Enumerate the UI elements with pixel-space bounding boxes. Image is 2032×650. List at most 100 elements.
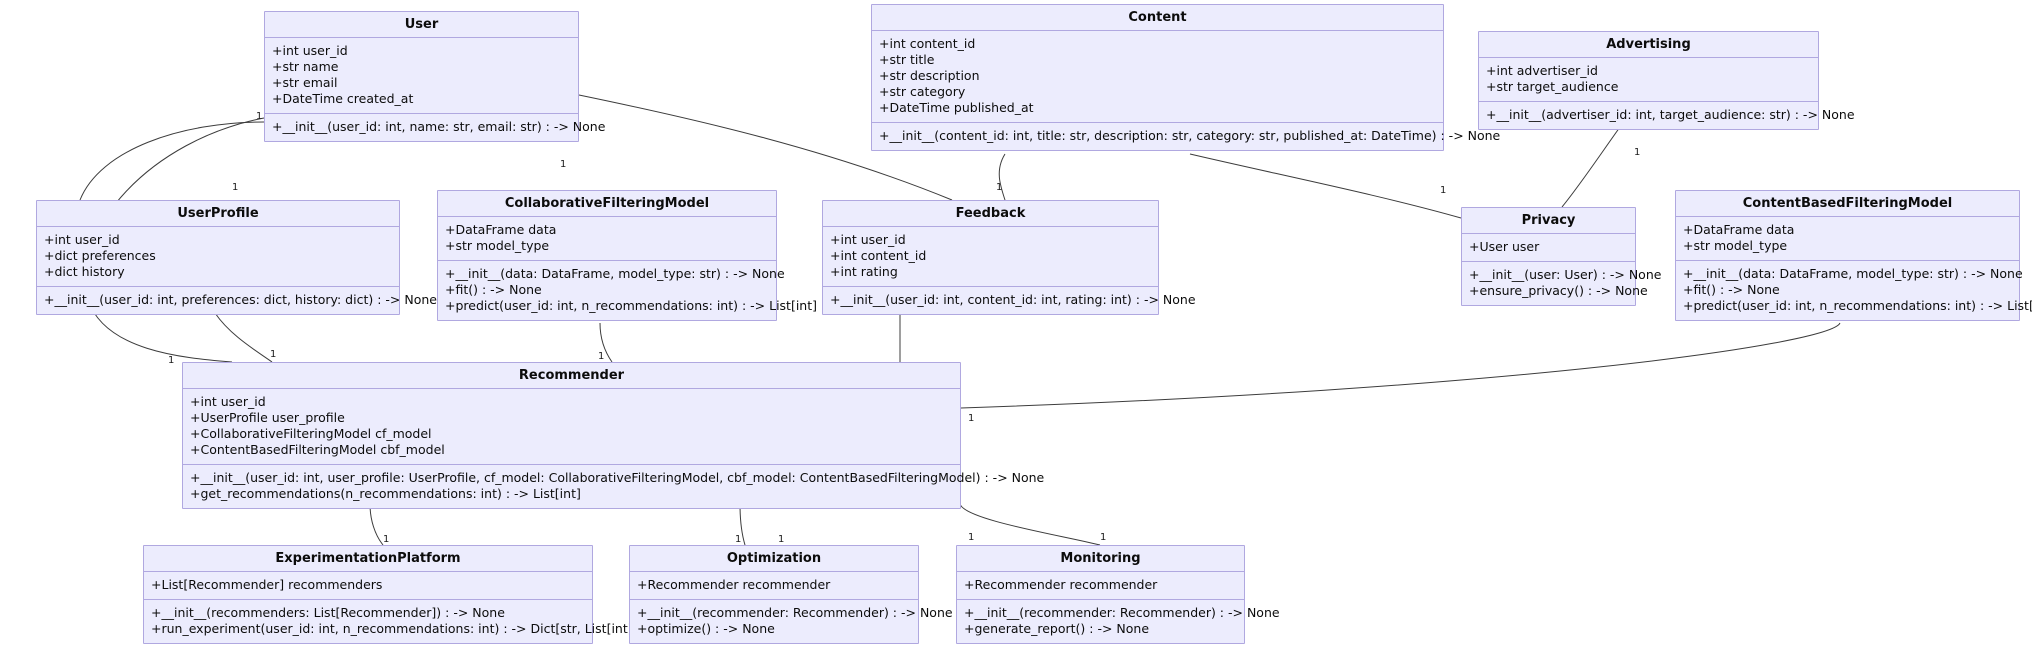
- uml-method-row: +ensure_privacy() : -> None: [1469, 283, 1648, 298]
- multiplicity-label: 1: [256, 111, 263, 122]
- uml-attributes-userprofile: +int user_id+dict preferences+dict histo…: [37, 227, 399, 287]
- uml-attribute-row: +int advertiser_id: [1486, 63, 1598, 78]
- uml-method-row: +__init__(user_id: int, preferences: dic…: [44, 292, 437, 307]
- uml-method-row: +predict(user_id: int, n_recommendations…: [445, 298, 818, 313]
- uml-method-row: +predict(user_id: int, n_recommendations…: [1683, 298, 2032, 313]
- uml-class-title-monitoring: Monitoring: [957, 546, 1244, 572]
- multiplicity-label: 1: [1440, 185, 1447, 196]
- uml-class-recommender[interactable]: Recommender+int user_id+UserProfile user…: [182, 362, 1045, 509]
- uml-attributes-cfmodel: +DataFrame data+str model_type: [438, 217, 776, 261]
- uml-method-row: +__init__(recommender: Recommender) : ->…: [637, 605, 953, 620]
- uml-attribute-row: +str email: [272, 75, 338, 90]
- uml-class-advertising[interactable]: Advertising+int advertiser_id+str target…: [1478, 31, 1855, 130]
- uml-class-user[interactable]: User+int user_id+str name+str email+Date…: [264, 11, 606, 142]
- uml-class-title-userprofile: UserProfile: [37, 201, 399, 227]
- uml-methods-cbfmodel: +__init__(data: DataFrame, model_type: s…: [1676, 261, 2032, 320]
- uml-class-cbfmodel[interactable]: ContentBasedFilteringModel+DataFrame dat…: [1675, 190, 2032, 321]
- uml-attributes-cbfmodel: +DataFrame data+str model_type: [1676, 217, 2019, 261]
- uml-attribute-row: +ContentBasedFilteringModel cbf_model: [190, 442, 445, 457]
- uml-method-row: +__init__(data: DataFrame, model_type: s…: [1683, 266, 2023, 281]
- uml-attribute-row: +int user_id: [272, 43, 348, 58]
- multiplicity-label: 1: [1100, 532, 1107, 543]
- uml-methods-experimentation: +__init__(recommenders: List[Recommender…: [144, 600, 638, 643]
- uml-class-cfmodel[interactable]: CollaborativeFilteringModel+DataFrame da…: [437, 190, 818, 321]
- multiplicity-label: 1: [598, 351, 605, 362]
- uml-attribute-row: +str model_type: [1683, 238, 1788, 253]
- uml-class-title-cfmodel: CollaborativeFilteringModel: [438, 191, 776, 217]
- multiplicity-label: 1: [232, 182, 239, 193]
- uml-attribute-row: +List[Recommender] recommenders: [151, 577, 383, 592]
- uml-methods-advertising: +__init__(advertiser_id: int, target_aud…: [1479, 102, 1855, 129]
- uml-attribute-row: +int user_id: [830, 232, 906, 247]
- multiplicity-label: 1: [778, 534, 785, 545]
- uml-attributes-feedback: +int user_id+int content_id+int rating: [823, 227, 1158, 287]
- uml-attribute-row: +DateTime published_at: [879, 100, 1034, 115]
- uml-class-experimentation[interactable]: ExperimentationPlatform +List[Recommender…: [143, 545, 638, 644]
- uml-attribute-row: +str category: [879, 84, 966, 99]
- uml-methods-recommender: +__init__(user_id: int, user_profile: Us…: [183, 465, 1045, 508]
- uml-attribute-row: +str description: [879, 68, 980, 83]
- uml-methods-userprofile: +__init__(user_id: int, preferences: dic…: [37, 287, 437, 314]
- uml-class-title-cbfmodel: ContentBasedFilteringModel: [1676, 191, 2019, 217]
- uml-class-userprofile[interactable]: UserProfile+int user_id+dict preferences…: [36, 200, 437, 315]
- uml-class-content[interactable]: Content+int content_id+str title+str des…: [871, 4, 1501, 151]
- multiplicity-label: 1: [968, 413, 975, 424]
- uml-method-row: +fit() : -> None: [445, 282, 542, 297]
- uml-class-title-user: User: [265, 12, 578, 38]
- uml-method-row: +__init__(data: DataFrame, model_type: s…: [445, 266, 785, 281]
- uml-methods-monitoring: +__init__(recommender: Recommender) : ->…: [957, 600, 1280, 643]
- uml-attribute-row: +int content_id: [879, 36, 976, 51]
- uml-attribute-row: +int rating: [830, 264, 898, 279]
- uml-attributes-experimentation: +List[Recommender] recommenders: [144, 572, 592, 600]
- multiplicity-label: 1: [968, 532, 975, 543]
- uml-methods-user: +__init__(user_id: int, name: str, email…: [265, 114, 606, 141]
- uml-methods-feedback: +__init__(user_id: int, content_id: int,…: [823, 287, 1196, 314]
- uml-method-row: +__init__(user_id: int, name: str, email…: [272, 119, 606, 134]
- uml-class-title-feedback: Feedback: [823, 201, 1158, 227]
- uml-method-row: +__init__(advertiser_id: int, target_aud…: [1486, 107, 1855, 122]
- multiplicity-label: 1: [996, 182, 1003, 193]
- uml-attributes-user: +int user_id+str name+str email+DateTime…: [265, 38, 578, 114]
- uml-attribute-row: +dict history: [44, 264, 125, 279]
- uml-method-row: +__init__(content_id: int, title: str, d…: [879, 128, 1501, 143]
- uml-class-title-recommender: Recommender: [183, 363, 960, 389]
- uml-class-privacy[interactable]: Privacy+User user+__init__(user: User) :…: [1461, 207, 1662, 306]
- uml-method-row: +__init__(recommenders: List[Recommender…: [151, 605, 505, 620]
- uml-method-row: +fit() : -> None: [1683, 282, 1780, 297]
- association-edge-cbfmodel-recommender: [960, 322, 1841, 409]
- uml-attribute-row: +int user_id: [44, 232, 120, 247]
- uml-method-row: +__init__(user_id: int, user_profile: Us…: [190, 470, 1045, 485]
- uml-methods-privacy: +__init__(user: User) : -> None+ensure_p…: [1462, 262, 1662, 305]
- multiplicity-label: 1: [560, 159, 567, 170]
- uml-attribute-row: +CollaborativeFilteringModel cf_model: [190, 426, 432, 441]
- uml-class-optimization[interactable]: Optimization +Recommender recommender +__i…: [629, 545, 953, 644]
- uml-attribute-row: +DataFrame data: [1683, 222, 1795, 237]
- multiplicity-label: 1: [168, 355, 175, 366]
- uml-attributes-advertising: +int advertiser_id+str target_audience: [1479, 58, 1818, 102]
- uml-class-feedback[interactable]: Feedback+int user_id+int content_id+int …: [822, 200, 1196, 315]
- uml-class-monitoring[interactable]: Monitoring+Recommender recommender+__ini…: [956, 545, 1280, 644]
- uml-method-row: +get_recommendations(n_recommendations: …: [190, 486, 581, 501]
- uml-class-title-optimization: Optimization: [630, 546, 918, 572]
- uml-attribute-row: +str model_type: [445, 238, 550, 253]
- uml-attributes-content: +int content_id+str title+str descriptio…: [872, 31, 1443, 123]
- uml-class-title-experimentation: ExperimentationPlatform: [144, 546, 592, 572]
- uml-attribute-row: +DateTime created_at: [272, 91, 414, 106]
- uml-attribute-row: +Recommender recommender: [637, 577, 831, 592]
- uml-attributes-privacy: +User user: [1462, 234, 1635, 262]
- uml-method-row: +__init__(user: User) : -> None: [1469, 267, 1662, 282]
- multiplicity-label: 1: [735, 534, 742, 545]
- association-edge-content-privacy: [1189, 153, 1462, 219]
- association-edge-advertising-privacy: [1561, 126, 1621, 208]
- uml-class-title-advertising: Advertising: [1479, 32, 1818, 58]
- association-edge-userprofile-recommender: [214, 312, 273, 363]
- uml-method-row: +run_experiment(user_id: int, n_recommen…: [151, 621, 638, 636]
- uml-attribute-row: +int user_id: [190, 394, 266, 409]
- uml-attribute-row: +DataFrame data: [445, 222, 557, 237]
- uml-method-row: +optimize() : -> None: [637, 621, 775, 636]
- uml-methods-cfmodel: +__init__(data: DataFrame, model_type: s…: [438, 261, 818, 320]
- association-edge-recommender-experimentation: [369, 503, 384, 546]
- multiplicity-label: 1: [1634, 147, 1641, 158]
- uml-attributes-recommender: +int user_id+UserProfile user_profile+Co…: [183, 389, 960, 465]
